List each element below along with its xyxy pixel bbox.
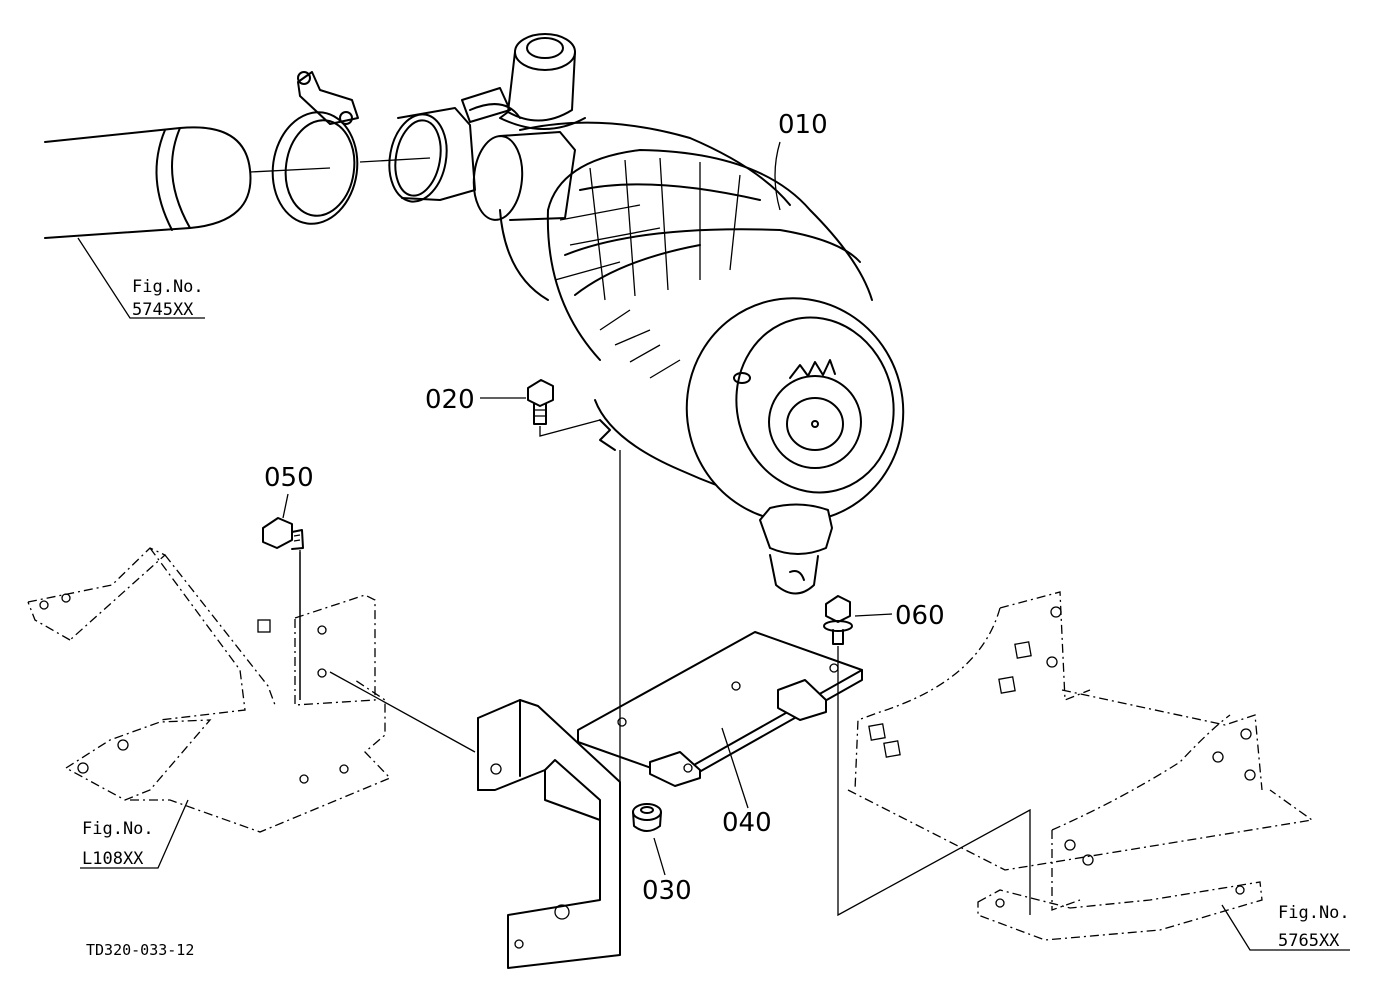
air-cleaner-body xyxy=(499,121,905,595)
bolt-060 xyxy=(823,595,853,645)
drawing-code: TD320-033-12 xyxy=(86,941,194,959)
assembly-lines xyxy=(299,419,1031,917)
bolt-020 xyxy=(527,379,554,425)
main-bracket-040 xyxy=(477,631,863,969)
ref-caption-l108xx: Fig.No. xyxy=(82,819,154,839)
part-label-060: 060 xyxy=(895,601,945,631)
right-support-frame xyxy=(847,591,1314,941)
ref-number-5765xx: 5765XX xyxy=(1278,931,1340,951)
ref-caption-5765xx: Fig.No. xyxy=(1278,903,1350,923)
intake-hose xyxy=(44,126,252,239)
inlet-elbow xyxy=(388,87,576,221)
ref-number-5745xx: 5745XX xyxy=(132,300,194,320)
part-label-050: 050 xyxy=(264,463,314,493)
ref-number-l108xx: L108XX xyxy=(82,849,144,869)
part-label-040: 040 xyxy=(722,808,772,838)
hose-clamp xyxy=(249,71,431,225)
left-support-frame xyxy=(27,547,392,833)
part-label-030: 030 xyxy=(642,876,692,906)
ref-caption-5745xx: Fig.No. xyxy=(132,277,204,297)
part-label-020: 020 xyxy=(425,385,475,415)
bolt-050 xyxy=(262,517,304,550)
nut-030 xyxy=(632,803,662,832)
part-label-010: 010 xyxy=(778,110,828,140)
top-cap xyxy=(499,33,586,130)
leader-lines xyxy=(77,141,1350,951)
